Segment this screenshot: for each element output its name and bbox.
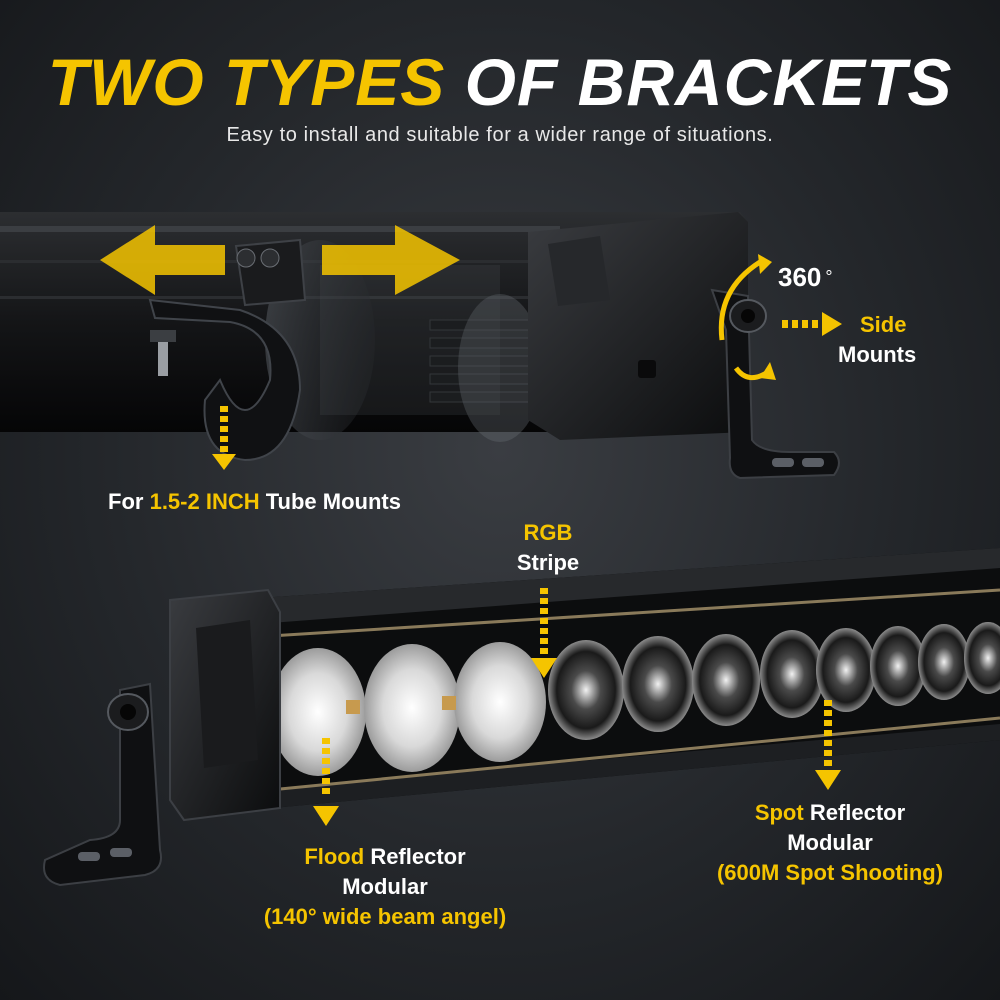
rgb-stripe-line1: RGB bbox=[523, 520, 573, 545]
rotate-360-icon bbox=[718, 254, 776, 381]
flood-line1: Reflector bbox=[370, 844, 466, 869]
flood-line3: (140° wide beam angel) bbox=[263, 904, 507, 929]
double-arrow-icon bbox=[100, 225, 460, 295]
side-mounts-line2: Mounts bbox=[838, 342, 917, 367]
dotted-arrow-icon bbox=[782, 312, 842, 336]
rotation-label: 360° bbox=[778, 262, 833, 292]
flood-highlight: Flood bbox=[304, 844, 365, 869]
tube-mounts-suffix: Tube Mounts bbox=[265, 489, 401, 514]
spot-reflector-label: Spot Reflector Modular (600M Spot Shooti… bbox=[680, 798, 980, 888]
flood-arrow-icon bbox=[313, 738, 339, 826]
bottom-light-bar bbox=[43, 548, 1000, 887]
dotted-down-arrow-icon bbox=[212, 406, 236, 470]
spot-line2: Modular bbox=[787, 830, 873, 855]
tube-mounts-prefix: For bbox=[108, 489, 144, 514]
tube-clamp-bracket bbox=[148, 238, 307, 462]
spot-line1: Reflector bbox=[809, 800, 906, 825]
rotation-unit: ° bbox=[825, 267, 833, 287]
spot-highlight: Spot bbox=[754, 800, 804, 825]
rgb-stripe-label: RGB Stripe bbox=[498, 518, 598, 578]
page-title: TWO TYPES OF BRACKETS bbox=[0, 42, 1000, 122]
page-subtitle: Easy to install and suitable for a wider… bbox=[226, 124, 774, 146]
flood-line2: Modular bbox=[342, 874, 428, 899]
spot-line3: (600M Spot Shooting) bbox=[716, 860, 944, 885]
rotation-value: 360 bbox=[778, 262, 822, 292]
side-mount-bracket bbox=[710, 288, 840, 480]
rgb-stripe-arrow-icon bbox=[531, 588, 557, 678]
top-light-bar bbox=[0, 212, 748, 442]
side-mounts-line1: Side bbox=[860, 312, 907, 337]
spot-reflector-lenses bbox=[548, 622, 1000, 740]
flood-reflector-label: Flood Reflector Modular (140° wide beam … bbox=[230, 842, 540, 932]
title-rest: OF BRACKETS bbox=[464, 45, 953, 119]
flood-reflector-lenses bbox=[270, 642, 546, 776]
side-mounts-label: Side Mounts bbox=[838, 310, 916, 370]
tube-mounts-label: For 1.5-2 INCH Tube Mounts bbox=[108, 487, 401, 517]
tube-mounts-size: 1.5-2 INCH bbox=[149, 489, 260, 514]
spot-arrow-icon bbox=[815, 700, 841, 790]
rgb-stripe-line2: Stripe bbox=[516, 550, 580, 575]
title-highlight: TWO TYPES bbox=[47, 45, 446, 119]
